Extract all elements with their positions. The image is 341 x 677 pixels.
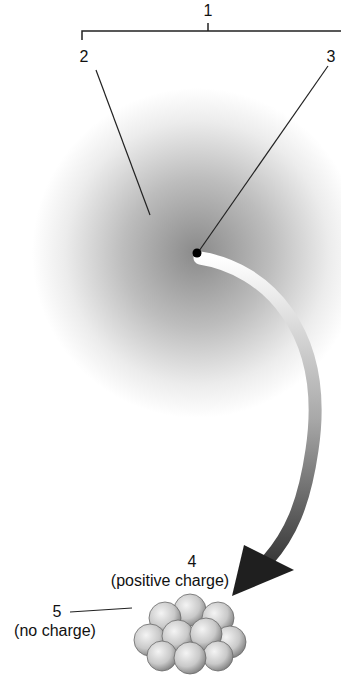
electron-cloud xyxy=(32,88,341,418)
leader-line xyxy=(199,66,328,251)
nucleus xyxy=(134,594,246,674)
arrow-head xyxy=(232,545,294,596)
callout-number: 2 xyxy=(80,48,89,66)
callout-number: 5 xyxy=(53,603,62,621)
callout-number: 4 xyxy=(188,553,197,571)
callout-number: 3 xyxy=(327,48,336,66)
transfer-arrow xyxy=(200,258,315,560)
leader-line xyxy=(70,608,132,612)
charge-note: (no charge) xyxy=(14,622,96,640)
callout-number: 1 xyxy=(204,2,213,20)
electron-dot xyxy=(193,249,202,258)
bracket xyxy=(82,23,341,40)
leader-line xyxy=(96,70,150,215)
charge-note: (positive charge) xyxy=(111,572,229,590)
